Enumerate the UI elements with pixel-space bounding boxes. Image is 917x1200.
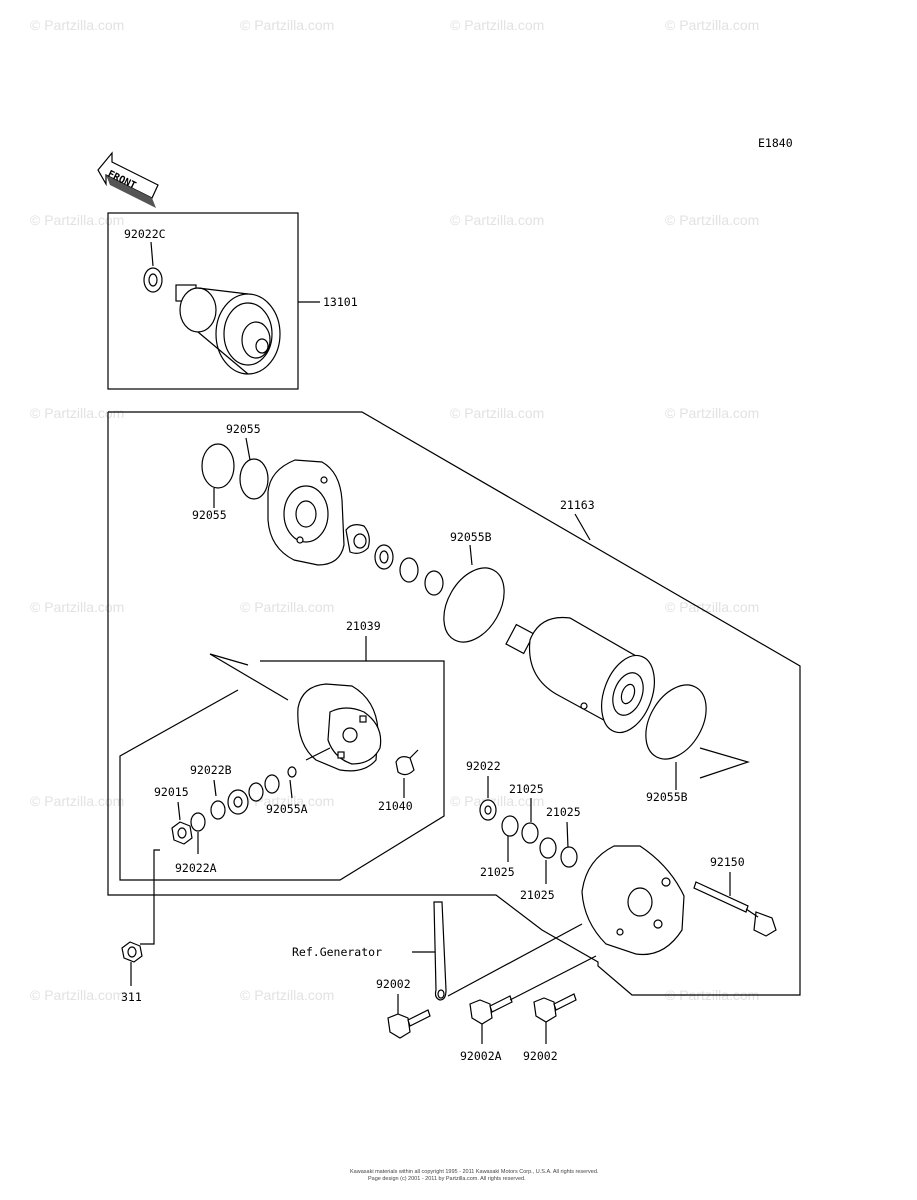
part-label-92002A: 92002A — [460, 1049, 502, 1063]
watermark: © Partzilla.com — [30, 17, 124, 33]
part-label-92022B: 92022B — [190, 763, 232, 777]
starter-clutch-box — [107, 212, 299, 390]
copyright-line-1: Kawasaki materials within all copyright … — [350, 1169, 599, 1175]
part-label-21040: 21040 — [378, 799, 413, 813]
watermark: © Partzilla.com — [450, 212, 544, 228]
part-label-21025-d: 21025 — [520, 888, 555, 902]
part-label-21025-c: 21025 — [480, 865, 515, 879]
o-ring-92055 — [201, 443, 235, 489]
part-label-92055B-top: 92055B — [450, 530, 492, 544]
direction-line — [209, 653, 289, 701]
part-label-92002-right: 92002 — [523, 1049, 558, 1063]
washer-92022C — [143, 267, 163, 293]
alignment-line — [447, 923, 583, 997]
direction-line — [699, 747, 751, 779]
o-ring-92055 — [239, 458, 269, 500]
washer-21025 — [539, 837, 557, 859]
diagram-code: E1840 — [758, 136, 793, 150]
washer-stack-92022B — [210, 774, 280, 820]
watermark: © Partzilla.com — [240, 17, 334, 33]
watermark: © Partzilla.com — [665, 212, 759, 228]
rear-cover — [581, 845, 685, 956]
watermark: © Partzilla.com — [30, 599, 124, 615]
washer-92022 — [479, 799, 497, 821]
watermark: © Partzilla.com — [450, 793, 544, 809]
nut-92015 — [171, 821, 193, 845]
leader-line — [289, 779, 293, 799]
starter-motor-outline — [107, 411, 801, 996]
watermark: © Partzilla.com — [665, 405, 759, 421]
leader-line — [177, 801, 181, 821]
part-label-ref-generator: Ref.Generator — [292, 945, 382, 959]
brush-plate-clip — [345, 524, 370, 554]
leader-line — [469, 544, 473, 566]
leader-line — [140, 849, 160, 945]
part-label-311: 311 — [121, 990, 142, 1004]
part-label-92002-left: 92002 — [376, 977, 411, 991]
bolt-92150 — [693, 881, 777, 937]
leader-line — [213, 779, 217, 797]
washer-set — [374, 544, 444, 596]
front-arrow-icon: FRONT — [97, 151, 159, 208]
part-label-21039: 21039 — [346, 619, 381, 633]
copyright-line-2: Page design (c) 2001 - 2011 by Partzilla… — [368, 1176, 526, 1182]
washer-21025 — [560, 846, 578, 868]
watermark-layer: © Partzilla.com © Partzilla.com © Partzi… — [30, 17, 759, 1003]
part-label-92055-left: 92055 — [192, 508, 227, 522]
leader-line — [245, 437, 251, 461]
watermark: © Partzilla.com — [30, 987, 124, 1003]
o-ring-92055B — [443, 567, 505, 643]
o-ring-92055A — [287, 766, 297, 778]
leader-line — [150, 241, 154, 267]
part-label-21025-b: 21025 — [546, 805, 581, 819]
washer-21025 — [521, 822, 539, 844]
direction-line — [209, 653, 249, 666]
washer-92022A — [190, 812, 206, 832]
part-label-21025-a: 21025 — [509, 782, 544, 796]
watermark: © Partzilla.com — [665, 17, 759, 33]
part-label-92150: 92150 — [710, 855, 745, 869]
watermark: © Partzilla.com — [30, 405, 124, 421]
bolt-pin — [305, 747, 331, 761]
front-cover — [267, 459, 345, 566]
watermark: © Partzilla.com — [240, 599, 334, 615]
part-label-92015: 92015 — [154, 785, 189, 799]
part-label-92055-top: 92055 — [226, 422, 261, 436]
watermark: © Partzilla.com — [665, 599, 759, 615]
brush-21040 — [395, 749, 419, 776]
watermark: © Partzilla.com — [30, 793, 124, 809]
part-label-92022: 92022 — [466, 759, 501, 773]
generator-clamp — [433, 901, 447, 1001]
part-label-13101: 13101 — [323, 295, 358, 309]
part-label-92055A: 92055A — [266, 802, 308, 816]
starter-clutch-13101 — [175, 284, 281, 375]
nut-311 — [121, 941, 143, 963]
part-label-92022C: 92022C — [124, 227, 166, 241]
brush-holder-21039 — [297, 683, 382, 772]
watermark: © Partzilla.com — [240, 793, 334, 809]
watermark: © Partzilla.com — [450, 17, 544, 33]
watermark: © Partzilla.com — [450, 405, 544, 421]
leader-line — [566, 821, 569, 849]
bolt-92002A — [469, 995, 513, 1025]
part-label-92055B-right: 92055B — [646, 790, 688, 804]
bolt-92002 — [387, 1009, 431, 1039]
watermark: © Partzilla.com — [30, 212, 124, 228]
alignment-line — [509, 955, 597, 1001]
part-label-21163: 21163 — [560, 498, 595, 512]
bolt-92002 — [533, 993, 577, 1023]
leader-line — [574, 513, 591, 541]
o-ring-92055B — [645, 684, 707, 760]
watermark: © Partzilla.com — [240, 987, 334, 1003]
brush-holder-box — [119, 660, 445, 881]
washer-21025 — [501, 815, 519, 837]
motor-yoke — [505, 616, 655, 734]
part-label-92022A: 92022A — [175, 861, 217, 875]
